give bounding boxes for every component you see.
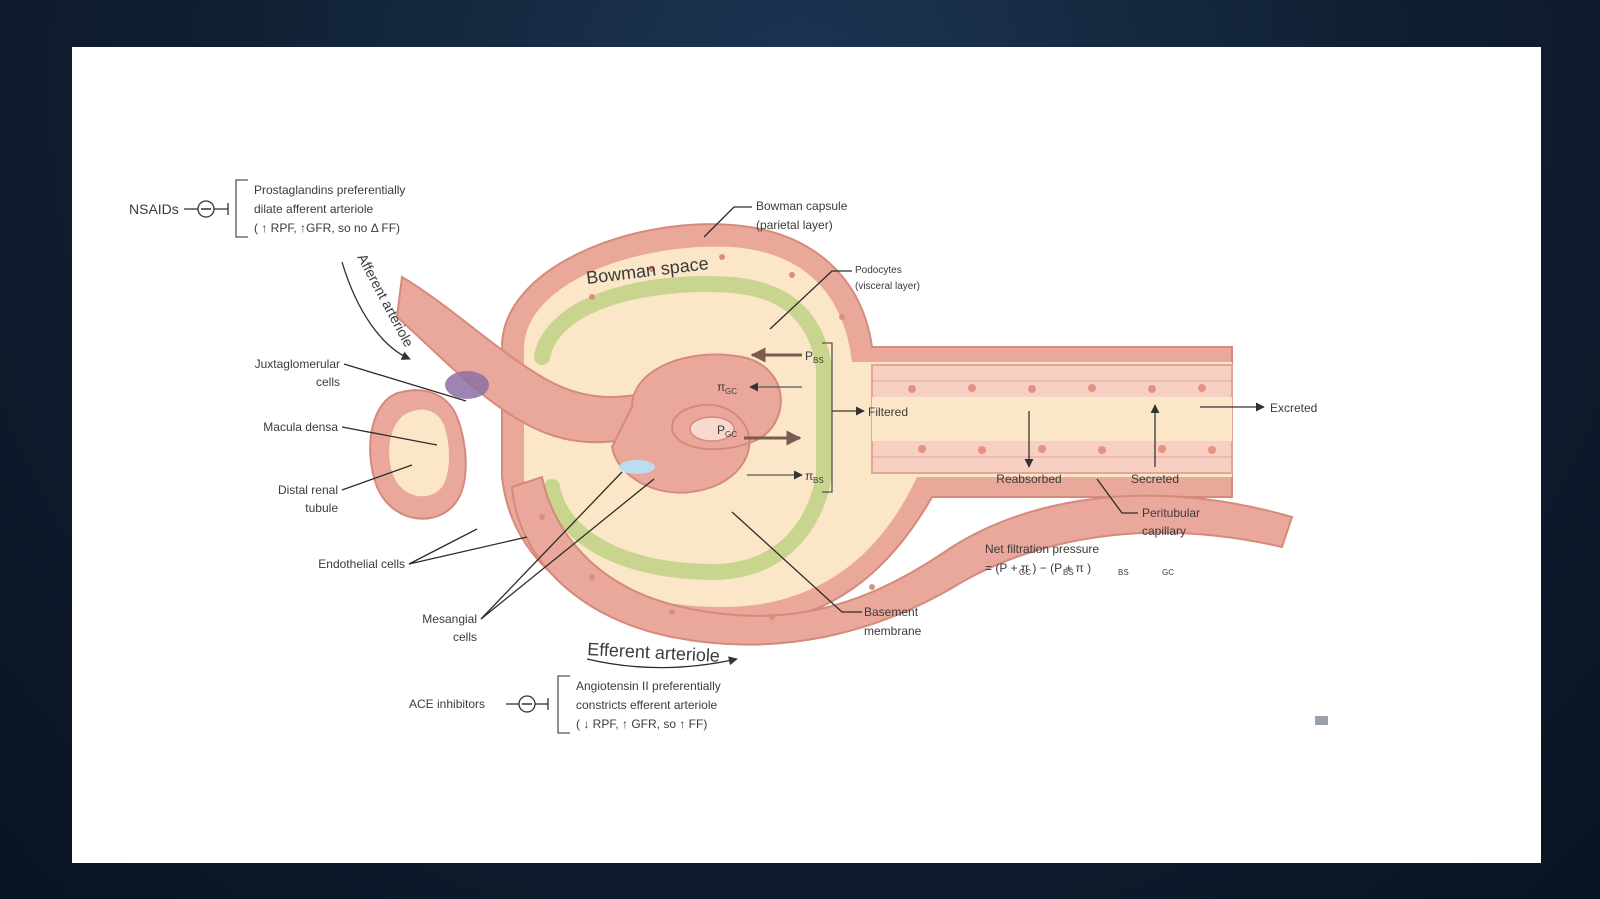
pi-gc-label: π [717, 380, 725, 394]
p-bs-label: P [805, 349, 813, 363]
juxtaglomerular-label-2: cells [316, 375, 340, 389]
starling-forces: P BS π GC P GC π BS Filtered [717, 342, 908, 493]
slide: NSAIDs Prostaglandins preferentially dil… [72, 47, 1541, 863]
basement-label-2: membrane [864, 624, 922, 638]
nsaids-annotation: NSAIDs Prostaglandins preferentially dil… [129, 179, 405, 238]
efferent-arteriole-label: Efferent arteriole [587, 639, 721, 666]
angiotensin-line-3: ( ↓ RPF, ↑ GFR, so ↑ FF) [576, 717, 707, 731]
nsaids-label: NSAIDs [129, 201, 179, 217]
inhibit-icon [197, 200, 229, 218]
podocytes-label-2: (visceral layer) [855, 281, 920, 292]
ace-inhibitors-label: ACE inhibitors [409, 697, 485, 711]
distal-renal-label-1: Distal renal [278, 483, 338, 497]
macula-densa-label: Macula densa [263, 420, 338, 434]
angiotensin-line-1: Angiotensin II preferentially [576, 679, 721, 693]
peritubular-label-2: capillary [1142, 524, 1186, 538]
pi-bs-subscript: BS [813, 476, 824, 485]
prostaglandins-line-3: ( ↑ RPF, ↑GFR, so no Δ FF) [254, 221, 400, 235]
bowman-capsule-label-1: Bowman capsule [756, 199, 848, 213]
distal-renal-label-2: tubule [305, 501, 338, 515]
pi-gc-subscript: GC [725, 387, 737, 396]
endothelial-label: Endothelial cells [318, 557, 405, 571]
angiotensin-line-2: constricts efferent arteriole [576, 698, 718, 712]
slide-corner-icon [1315, 716, 1328, 725]
juxtaglomerular-cell-cluster [445, 371, 489, 399]
glomerulus-illustration [369, 223, 1294, 646]
nfp-sub-2: BS [1063, 568, 1074, 577]
nfp-sub-3: BS [1118, 568, 1129, 577]
juxtaglomerular-label-1: Juxtaglomerular [255, 357, 340, 371]
filtered-label: Filtered [868, 405, 908, 419]
p-bs-subscript: BS [813, 356, 824, 365]
mesangial-label-2: cells [453, 630, 477, 644]
peritubular-label-1: Peritubular [1142, 506, 1200, 520]
mesangial-cell-cluster [619, 460, 655, 474]
nfp-sub-1: GC [1019, 568, 1031, 577]
basement-label-1: Basement [864, 605, 919, 619]
nfp-sub-4: GC [1162, 568, 1174, 577]
secreted-label: Secreted [1131, 472, 1179, 486]
podocytes-label-1: Podocytes [855, 265, 902, 276]
nfp-title: Net filtration pressure [985, 542, 1099, 556]
mesangial-label-1: Mesangial [422, 612, 477, 626]
p-gc-subscript: GC [725, 430, 737, 439]
p-gc-label: P [717, 423, 725, 437]
nfp-formula: = (P + π ) − (P + π ) [985, 561, 1091, 575]
prostaglandins-line-1: Prostaglandins preferentially [254, 183, 405, 197]
nephron-diagram: NSAIDs Prostaglandins preferentially dil… [129, 179, 1328, 734]
prostaglandins-line-2: dilate afferent arteriole [254, 202, 374, 216]
inhibit-icon [518, 695, 549, 713]
ace-inhibitors-annotation: ACE inhibitors Angiotensin II preferenti… [409, 675, 721, 734]
excreted-label: Excreted [1270, 401, 1317, 415]
reabsorbed-label: Reabsorbed [996, 472, 1061, 486]
efferent-arteriole [510, 475, 1294, 646]
podocyte-layer [534, 276, 832, 581]
pi-bs-label: π [805, 469, 813, 483]
bowman-capsule-label-2: (parietal layer) [756, 218, 833, 232]
